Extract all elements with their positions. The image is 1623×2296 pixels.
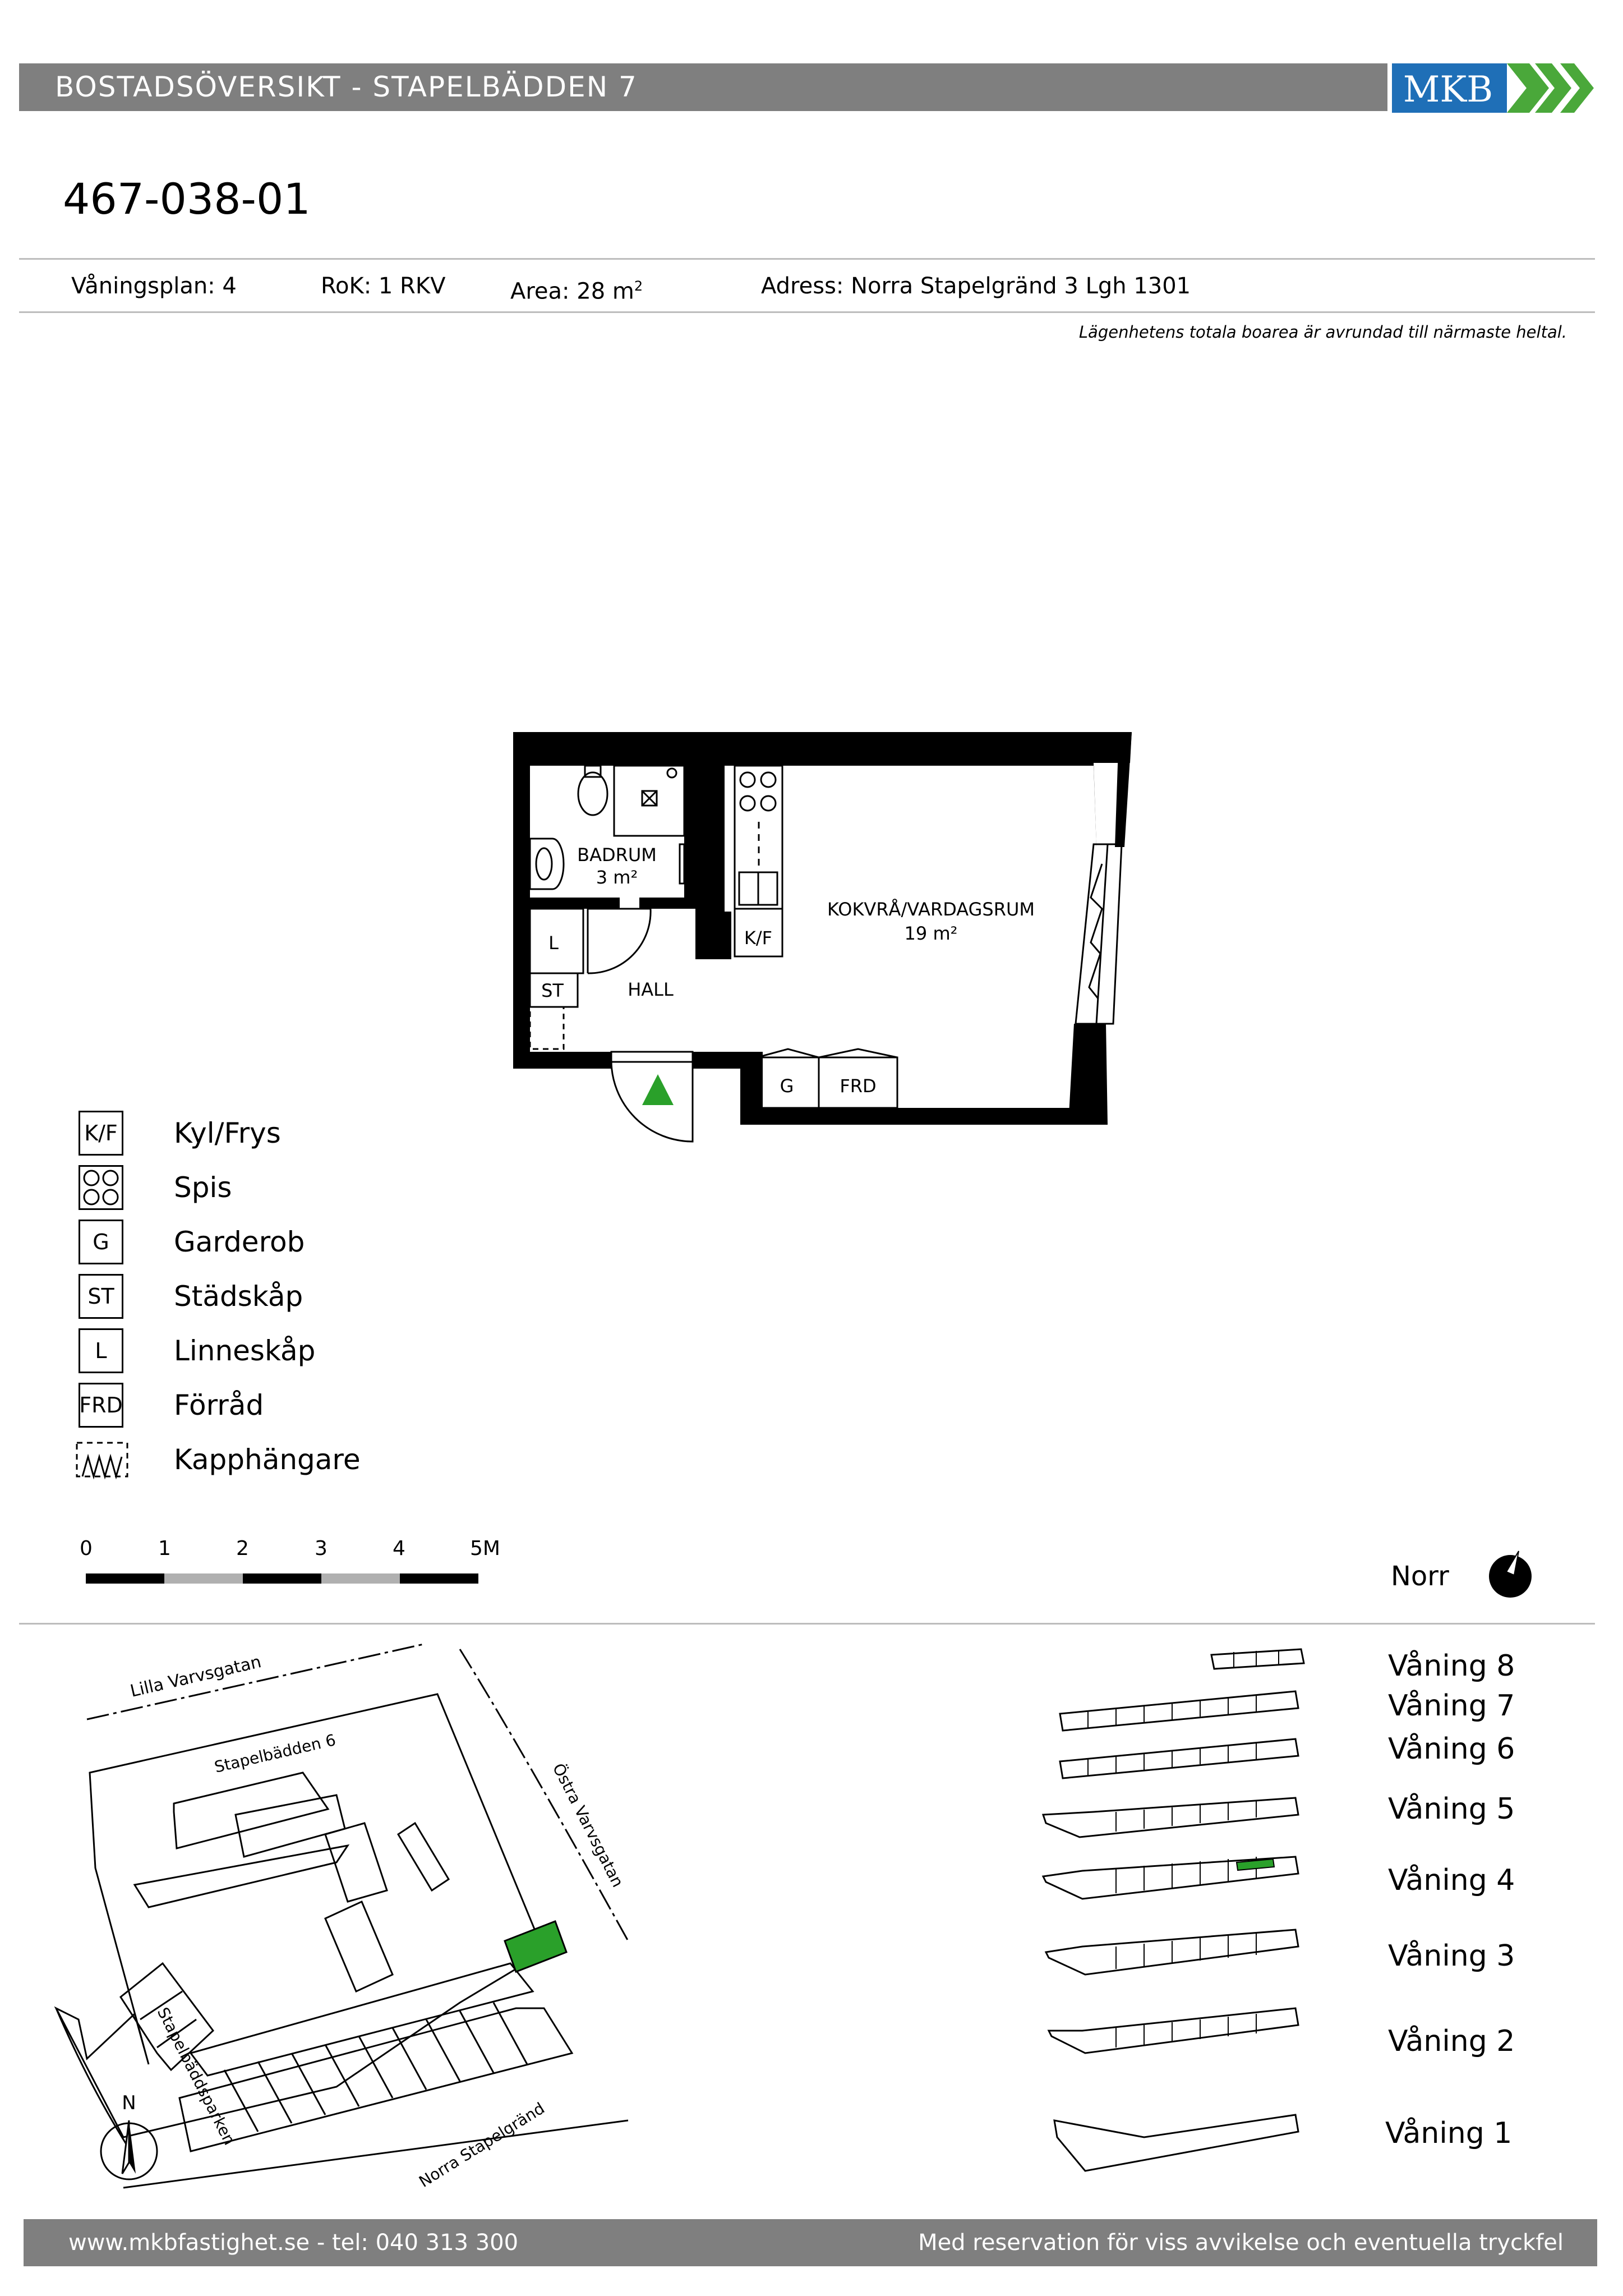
fridge-freezer-label: K/F	[744, 927, 772, 949]
floor-label: Våning 5	[1388, 1792, 1515, 1826]
rok-info: RoK: 1 RKV	[321, 273, 446, 299]
floor-label: Våning 3	[1388, 1939, 1515, 1973]
legend-label: Kapphängare	[174, 1443, 361, 1476]
stove-icon	[79, 1165, 123, 1210]
floor-label: Våning 4	[1388, 1864, 1515, 1897]
apartment-number: 467-038-01	[63, 174, 311, 224]
mkb-logo: MKB	[1392, 63, 1594, 113]
street-label: Norra Stapelgränd	[416, 2099, 548, 2191]
living-room-label: KOKVRÅ/VARDAGSRUM	[827, 899, 1035, 920]
divider	[19, 311, 1595, 313]
legend-label: Garderob	[174, 1226, 305, 1258]
bathroom-area: 3 m²	[596, 867, 638, 888]
footer-disclaimer: Med reservation för viss avvikelse och e…	[918, 2230, 1564, 2256]
coat-hanger-icon	[74, 1437, 130, 1482]
linen-cupboard-icon: L	[79, 1328, 123, 1373]
storage-label: FRD	[840, 1075, 876, 1097]
entrance-arrow-icon	[642, 1074, 674, 1105]
scale-tick: 0	[80, 1537, 93, 1560]
divider	[19, 1623, 1595, 1625]
north-label: Norr	[1391, 1561, 1449, 1592]
area-info: Area: 28 m2	[510, 278, 643, 305]
site-map: Lilla Varvsgatan Stapelbädden 6 Östra Va…	[54, 1642, 629, 2191]
svg-text:MKB: MKB	[1403, 69, 1493, 111]
footer-contact[interactable]: www.mkbfastighet.se - tel: 040 313 300	[68, 2230, 519, 2256]
floor-label: Våning 1	[1385, 2116, 1513, 2150]
legend-label: Städskåp	[174, 1280, 303, 1313]
footer-bar	[24, 2219, 1597, 2266]
cleaning-cupboard-label: ST	[541, 980, 564, 1001]
scale-tick: 1	[158, 1537, 171, 1560]
cleaning-cupboard-icon: ST	[79, 1274, 123, 1319]
north-arrow-label: N	[122, 2092, 136, 2114]
street-label: Lilla Varvsgatan	[128, 1652, 263, 1701]
legend-label: Linneskåp	[174, 1335, 316, 1367]
linen-cupboard-label: L	[548, 932, 559, 954]
floor-label: Våning 2	[1388, 2024, 1515, 2058]
building-highlight	[504, 1920, 568, 1973]
floor-label: Våning 8	[1388, 1649, 1515, 1683]
fridge-freezer-icon: K/F	[79, 1111, 123, 1156]
scale-bar	[86, 1573, 478, 1584]
hall-label: HALL	[628, 979, 674, 1000]
floor-label: Våning 6	[1388, 1732, 1515, 1766]
address-info: Adress: Norra Stapelgränd 3 Lgh 1301	[761, 273, 1191, 299]
legend-label: Kyl/Frys	[174, 1117, 281, 1149]
area-note: Lägenhetens totala boarea är avrundad ti…	[1078, 323, 1567, 342]
scale-tick: 2	[236, 1537, 249, 1560]
header-bar	[19, 63, 1387, 111]
north-arrow-icon	[100, 2120, 158, 2180]
street-label: Stapelbädden 6	[213, 1731, 338, 1777]
scale-tick: 4	[393, 1537, 405, 1560]
storage-icon: FRD	[79, 1383, 123, 1428]
scale-tick: 5M	[470, 1537, 500, 1560]
scale-tick: 3	[315, 1537, 328, 1560]
legend-label: Förråd	[174, 1389, 264, 1421]
floor-stack	[1041, 1648, 1305, 2172]
wardrobe-icon: G	[79, 1220, 123, 1264]
current-apartment-highlight	[1235, 1858, 1275, 1871]
divider	[19, 258, 1595, 260]
floor-plan: BADRUM 3 m² KOKVRÅ/VARDAGSRUM 19 m² HALL…	[513, 732, 1132, 1143]
living-room-area: 19 m²	[905, 923, 958, 944]
compass-icon	[1485, 1548, 1536, 1599]
page-title: BOSTADSÖVERSIKT - STAPELBÄDDEN 7	[55, 71, 638, 103]
bathroom-label: BADRUM	[577, 844, 657, 866]
floor-label: Våning 7	[1388, 1689, 1515, 1723]
floor-info: Våningsplan: 4	[71, 273, 237, 299]
legend-label: Spis	[174, 1171, 232, 1204]
wardrobe-label: G	[780, 1075, 794, 1097]
